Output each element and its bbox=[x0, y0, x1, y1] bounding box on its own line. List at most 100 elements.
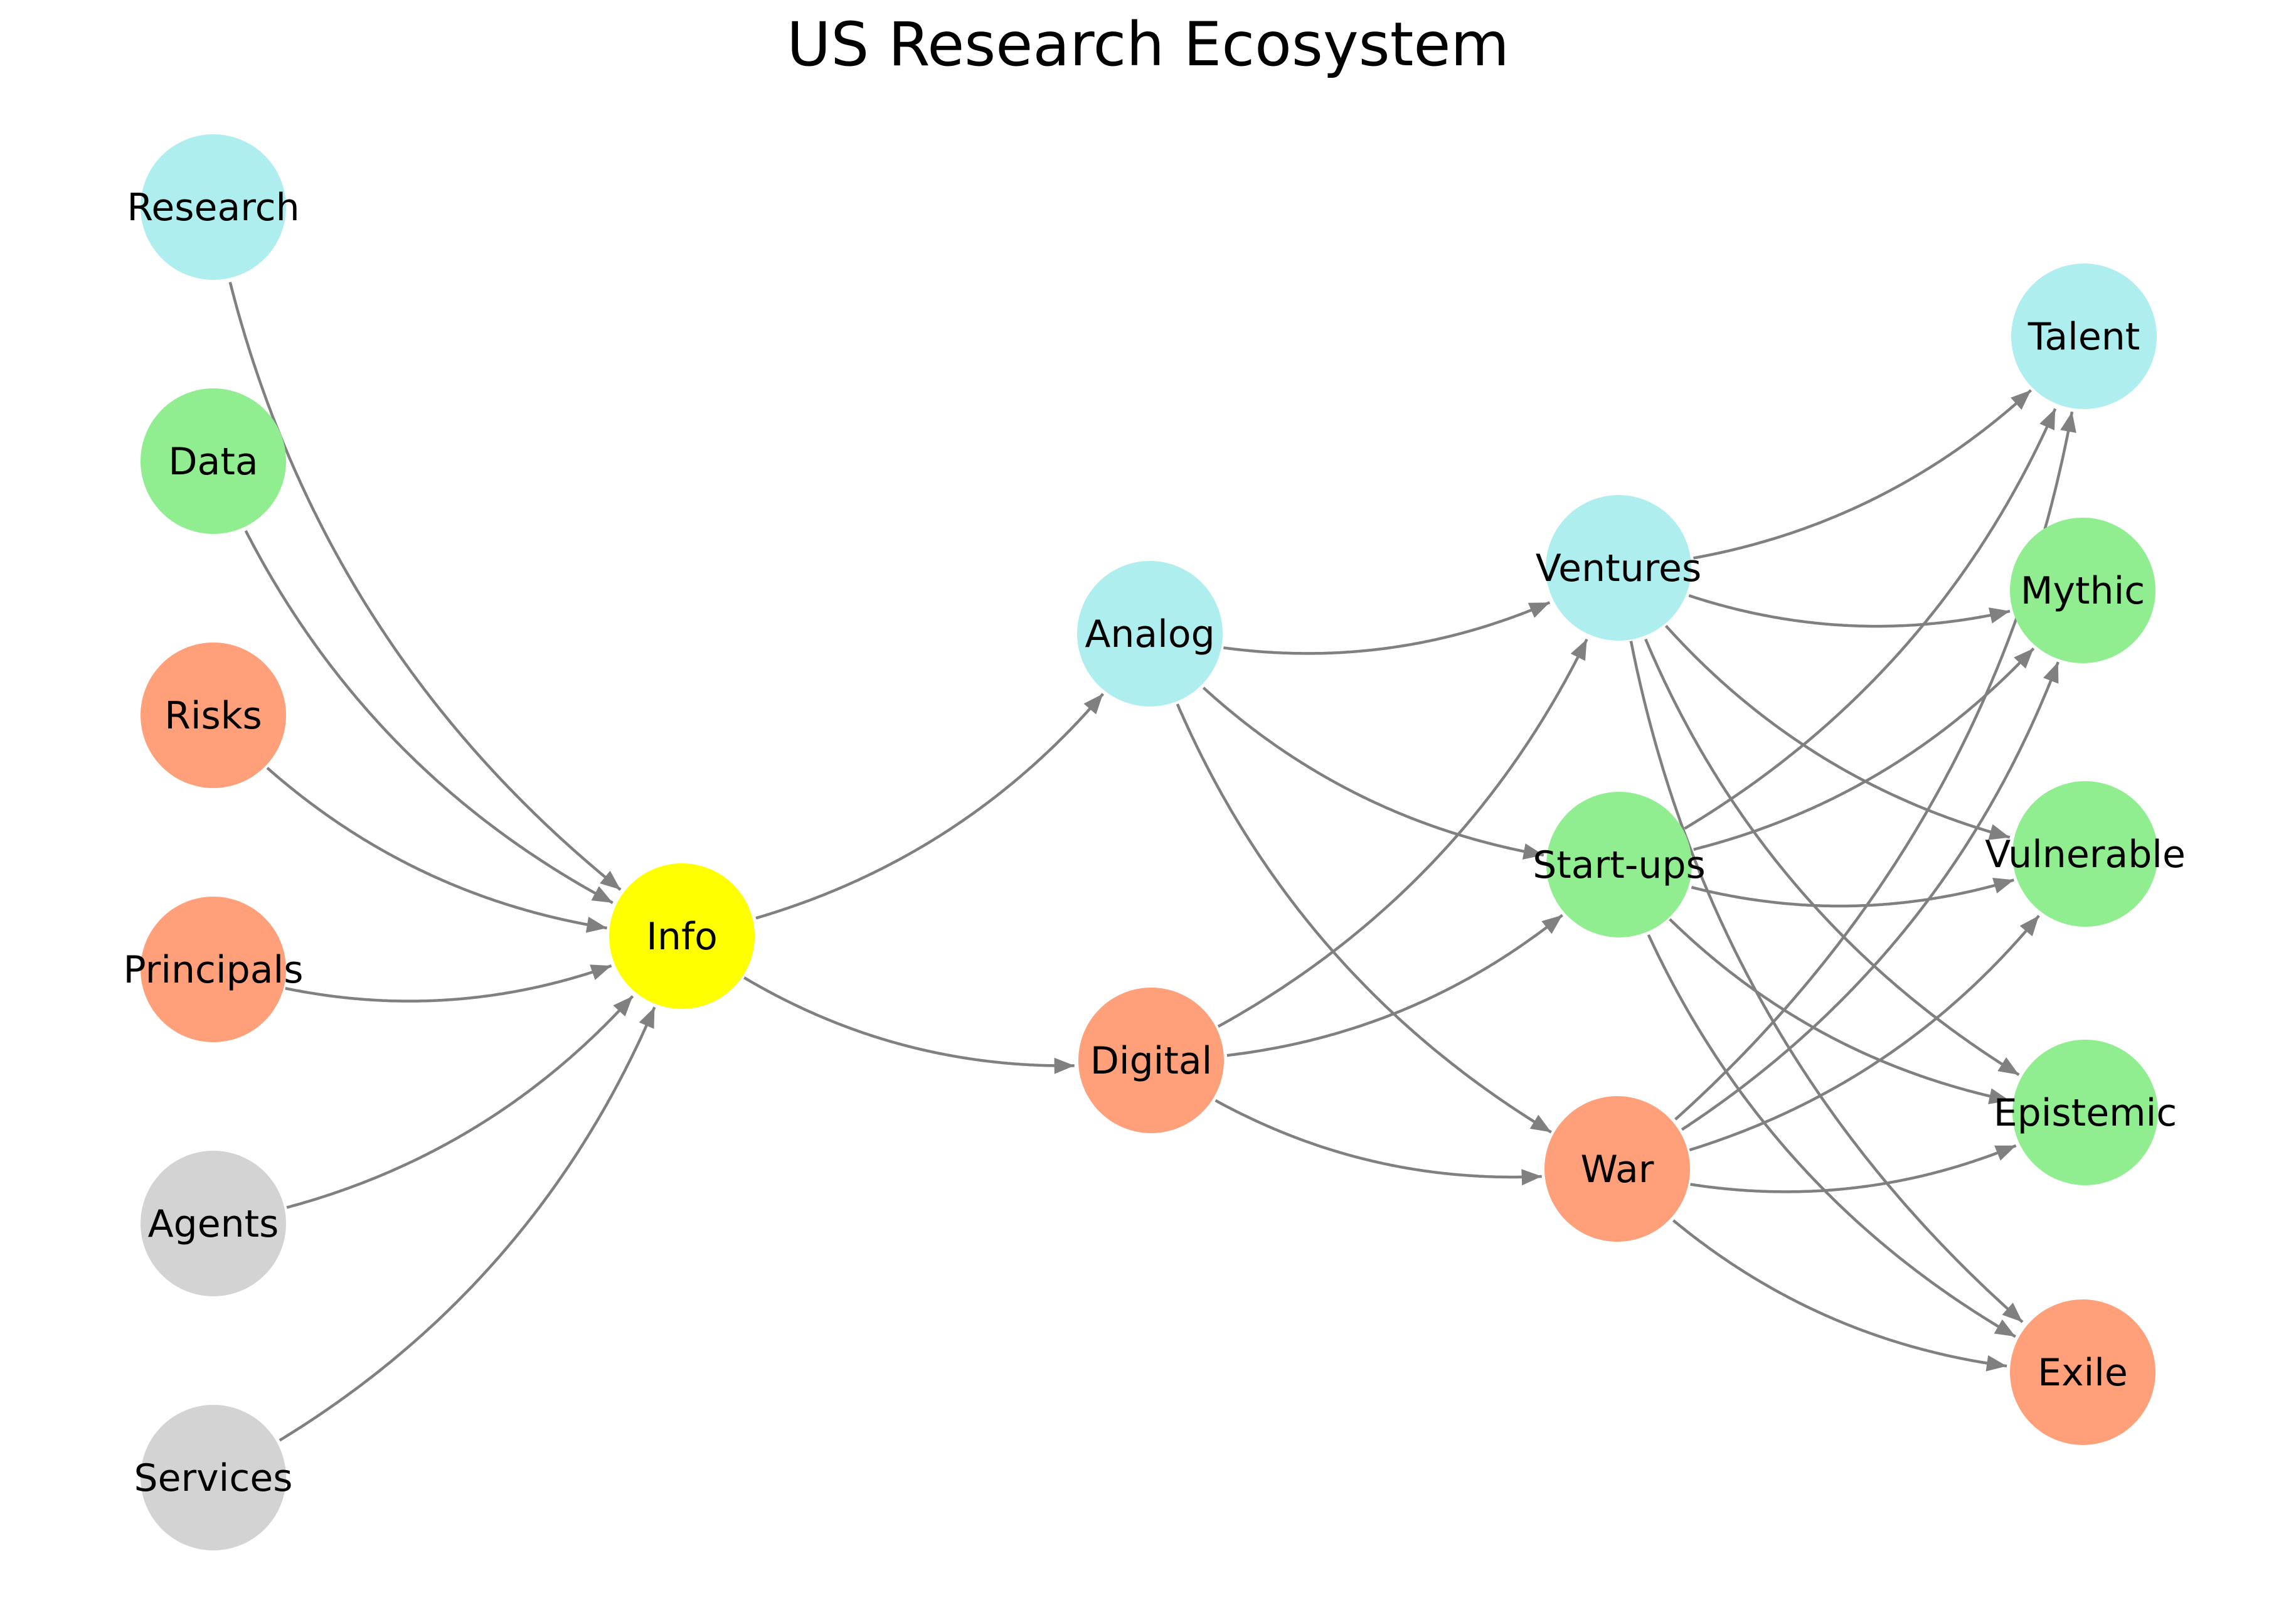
node-circle-services bbox=[141, 1405, 286, 1550]
edge-agents-info bbox=[286, 995, 634, 1209]
node-circle-data bbox=[141, 388, 286, 534]
edge-startups-vulnerable bbox=[1691, 878, 2014, 908]
node-agents: Agents bbox=[141, 1151, 286, 1296]
node-exile: Exile bbox=[2010, 1299, 2155, 1445]
edge-risks-info bbox=[266, 767, 607, 930]
node-label-agents: Agents bbox=[148, 1202, 279, 1246]
node-circle-analog bbox=[1077, 561, 1223, 707]
arrowhead-startups-mythic bbox=[2014, 648, 2034, 669]
arrowhead-war-mythic bbox=[2043, 662, 2059, 684]
node-label-research: Research bbox=[127, 186, 299, 230]
arrowhead-startups-epistemic bbox=[1988, 1088, 2010, 1104]
node-vulnerable: Vulnerable bbox=[1985, 781, 2186, 927]
arrowhead-startups-vulnerable bbox=[1992, 878, 2014, 893]
edge-ventures-exile bbox=[1629, 641, 2024, 1323]
node-circle-mythic bbox=[2010, 518, 2155, 663]
arrowhead-analog-ventures bbox=[1528, 602, 1550, 618]
node-circle-digital bbox=[1078, 988, 1224, 1133]
node-label-mythic: Mythic bbox=[2021, 569, 2145, 613]
arrowhead-risks-info bbox=[585, 917, 607, 933]
edge-digital-ventures bbox=[1217, 638, 1588, 1028]
edge-analog-war bbox=[1176, 703, 1552, 1134]
node-label-startups: Start-ups bbox=[1533, 843, 1706, 887]
node-layer: ResearchDataRisksPrincipalsAgentsService… bbox=[124, 134, 2186, 1550]
edge-data-info bbox=[244, 530, 614, 904]
arrowhead-digital-startups bbox=[1541, 915, 1563, 934]
node-circle-principals bbox=[141, 897, 286, 1042]
node-label-principals: Principals bbox=[124, 948, 304, 992]
node-label-vulnerable: Vulnerable bbox=[1985, 833, 2186, 877]
node-label-risks: Risks bbox=[164, 694, 262, 738]
node-circle-startups bbox=[1546, 792, 1692, 937]
edge-principals-info bbox=[285, 964, 612, 1003]
node-label-war: War bbox=[1581, 1148, 1654, 1192]
node-circle-research bbox=[141, 134, 286, 280]
arrowhead-ventures-epistemic bbox=[1997, 1057, 2019, 1075]
arrowhead-ventures-talent bbox=[2011, 390, 2031, 410]
node-circle-info bbox=[609, 863, 755, 1009]
node-label-epistemic: Epistemic bbox=[1994, 1091, 2177, 1135]
edge-analog-startups bbox=[1202, 686, 1544, 857]
node-analog: Analog bbox=[1077, 561, 1223, 707]
edge-services-info bbox=[279, 1006, 656, 1442]
node-talent: Talent bbox=[2011, 264, 2157, 409]
edge-ventures-talent bbox=[1693, 389, 2033, 560]
diagram-title: US Research Ecosystem bbox=[787, 9, 1509, 80]
node-mythic: Mythic bbox=[2010, 518, 2155, 663]
arrowhead-digital-war bbox=[1521, 1169, 1542, 1186]
arrowhead-info-analog bbox=[1083, 693, 1103, 715]
edge-ventures-mythic bbox=[1688, 594, 2011, 628]
node-label-ventures: Ventures bbox=[1536, 547, 1701, 590]
edge-research-info bbox=[228, 282, 622, 891]
node-services: Services bbox=[134, 1405, 293, 1550]
edge-ventures-vulnerable bbox=[1664, 624, 2011, 839]
edge-war-mythic bbox=[1681, 661, 2059, 1131]
node-label-analog: Analog bbox=[1085, 612, 1214, 656]
node-label-talent: Talent bbox=[2028, 315, 2140, 359]
node-risks: Risks bbox=[141, 643, 286, 788]
arrowhead-data-info bbox=[591, 886, 613, 903]
edge-info-analog bbox=[755, 693, 1105, 920]
node-principals: Principals bbox=[124, 897, 304, 1042]
arrowhead-ventures-vulnerable bbox=[1988, 824, 2010, 840]
arrowhead-war-epistemic bbox=[1994, 1145, 2016, 1161]
arrowhead-war-vulnerable bbox=[2019, 915, 2039, 937]
node-circle-war bbox=[1544, 1096, 1690, 1242]
node-label-info: Info bbox=[646, 915, 718, 959]
edge-startups-talent bbox=[1684, 408, 2057, 830]
node-label-digital: Digital bbox=[1090, 1039, 1213, 1083]
arrowhead-war-exile bbox=[1985, 1355, 2007, 1372]
arrowhead-analog-startups bbox=[1522, 843, 1544, 860]
node-circle-exile bbox=[2010, 1299, 2155, 1445]
arrowhead-startups-exile bbox=[1994, 1319, 2016, 1337]
node-digital: Digital bbox=[1078, 988, 1224, 1133]
node-circle-vulnerable bbox=[2012, 781, 2158, 927]
arrowhead-startups-talent bbox=[2039, 408, 2056, 430]
arrowhead-analog-war bbox=[1529, 1114, 1551, 1133]
node-ventures: Ventures bbox=[1536, 495, 1701, 641]
arrowhead-ventures-exile bbox=[2002, 1303, 2022, 1323]
node-war: War bbox=[1544, 1096, 1690, 1242]
edge-startups-exile bbox=[1647, 934, 2016, 1338]
arrowhead-digital-ventures bbox=[1570, 639, 1587, 661]
arrowhead-agents-info bbox=[613, 996, 633, 1016]
node-research: Research bbox=[127, 134, 300, 280]
edge-digital-startups bbox=[1226, 914, 1563, 1057]
node-circle-ventures bbox=[1546, 495, 1691, 641]
node-circle-talent bbox=[2011, 264, 2157, 409]
arrowhead-ventures-mythic bbox=[1989, 607, 2010, 624]
arrowhead-info-digital bbox=[1054, 1057, 1075, 1074]
arrowhead-war-talent bbox=[2060, 412, 2076, 433]
node-circle-epistemic bbox=[2012, 1040, 2158, 1185]
arrowhead-principals-info bbox=[590, 964, 612, 980]
node-label-exile: Exile bbox=[2038, 1351, 2128, 1395]
node-startups: Start-ups bbox=[1533, 792, 1706, 937]
node-data: Data bbox=[141, 388, 286, 534]
node-label-data: Data bbox=[168, 440, 258, 484]
node-epistemic: Epistemic bbox=[1994, 1040, 2177, 1185]
edge-info-digital bbox=[743, 976, 1075, 1067]
arrowhead-research-info bbox=[600, 870, 621, 890]
edge-analog-ventures bbox=[1223, 601, 1551, 655]
